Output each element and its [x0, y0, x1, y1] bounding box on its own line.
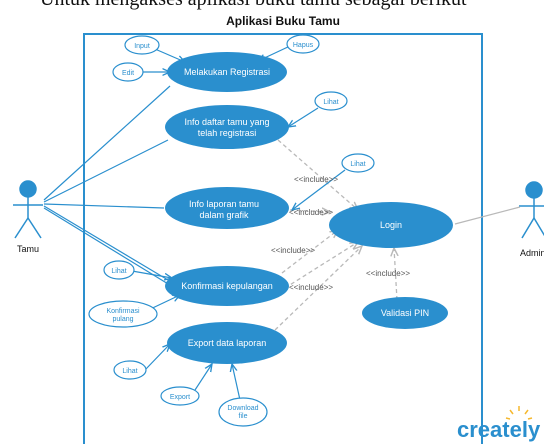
- usecase-login: Login: [329, 202, 453, 248]
- sun-icon: [505, 406, 533, 420]
- actor-tamu-head: [19, 180, 37, 198]
- usecase-login-label: Login: [380, 220, 402, 230]
- sub-konfirmasi-pulang-line2: pulang: [112, 316, 133, 323]
- usecase-validasi: Validasi PIN: [362, 297, 448, 329]
- usecase-registrasi-label: Melakukan Registrasi: [184, 67, 270, 77]
- tamu-associations: [43, 85, 179, 291]
- usecase-info-daftar-line1: Info daftar tamu yang: [184, 117, 269, 127]
- actor-tamu-label: Tamu: [17, 244, 39, 254]
- diagram-title: Aplikasi Buku Tamu: [226, 14, 340, 28]
- sub-lihat-laporan-label: Lihat: [350, 161, 365, 168]
- header-text-fragment: Untuk mengakses aplikasi buku tamu sebag…: [0, 0, 544, 14]
- sub-konfirmasi-pulang-line1: Konfirmasi: [106, 308, 140, 315]
- include-label-1: <<include>>: [294, 175, 338, 184]
- sub-lihat-daftar-label: Lihat: [323, 99, 338, 106]
- system-boundary: [83, 33, 483, 444]
- sub-input-label: Input: [134, 43, 150, 50]
- creately-logo: creately: [457, 406, 541, 442]
- usecase-konfirmasi: Konfirmasi kepulangan: [165, 266, 289, 306]
- include-label-3: <<include>>: [271, 246, 315, 255]
- sub-download-line2: file: [239, 413, 248, 420]
- usecase-info-laporan-line2: dalam grafik: [199, 210, 249, 220]
- usecase-export-label: Export data laporan: [188, 338, 267, 348]
- extension-lines: [131, 45, 346, 401]
- actor-admin-label: Admin: [520, 248, 544, 258]
- sub-lihat-export-label: Lihat: [122, 368, 137, 375]
- actor-tamu: [13, 180, 43, 239]
- include-lines: [274, 139, 397, 331]
- usecase-info-laporan-line1: Info laporan tamu: [189, 199, 259, 209]
- usecase-registrasi: Melakukan Registrasi: [167, 52, 287, 92]
- usecase-export: Export data laporan: [167, 322, 287, 364]
- include-label-5: <<include>>: [366, 269, 410, 278]
- include-label-4: <<include>>: [289, 283, 333, 292]
- sub-hapus-label: Hapus: [293, 42, 314, 49]
- actor-admin: [519, 181, 544, 239]
- actor-admin-head: [525, 181, 543, 199]
- usecase-konfirmasi-label: Konfirmasi kepulangan: [181, 281, 273, 291]
- admin-association: [454, 206, 521, 225]
- sub-export-label: Export: [170, 394, 190, 401]
- sub-lihat-konfirmasi-label: Lihat: [111, 268, 126, 275]
- usecase-info-laporan: Info laporan tamu dalam grafik: [165, 187, 289, 229]
- sub-usecase-shapes: [88, 34, 375, 427]
- usecase-info-daftar: Info daftar tamu yang telah registrasi: [165, 105, 289, 149]
- creately-wordmark: creately: [457, 417, 541, 442]
- usecase-info-daftar-line2: telah registrasi: [198, 128, 257, 138]
- usecase-validasi-label: Validasi PIN: [381, 308, 429, 318]
- sub-download-line1: Download: [227, 405, 258, 412]
- sub-edit-label: Edit: [122, 70, 134, 77]
- include-label-2: <<include>>: [289, 208, 333, 217]
